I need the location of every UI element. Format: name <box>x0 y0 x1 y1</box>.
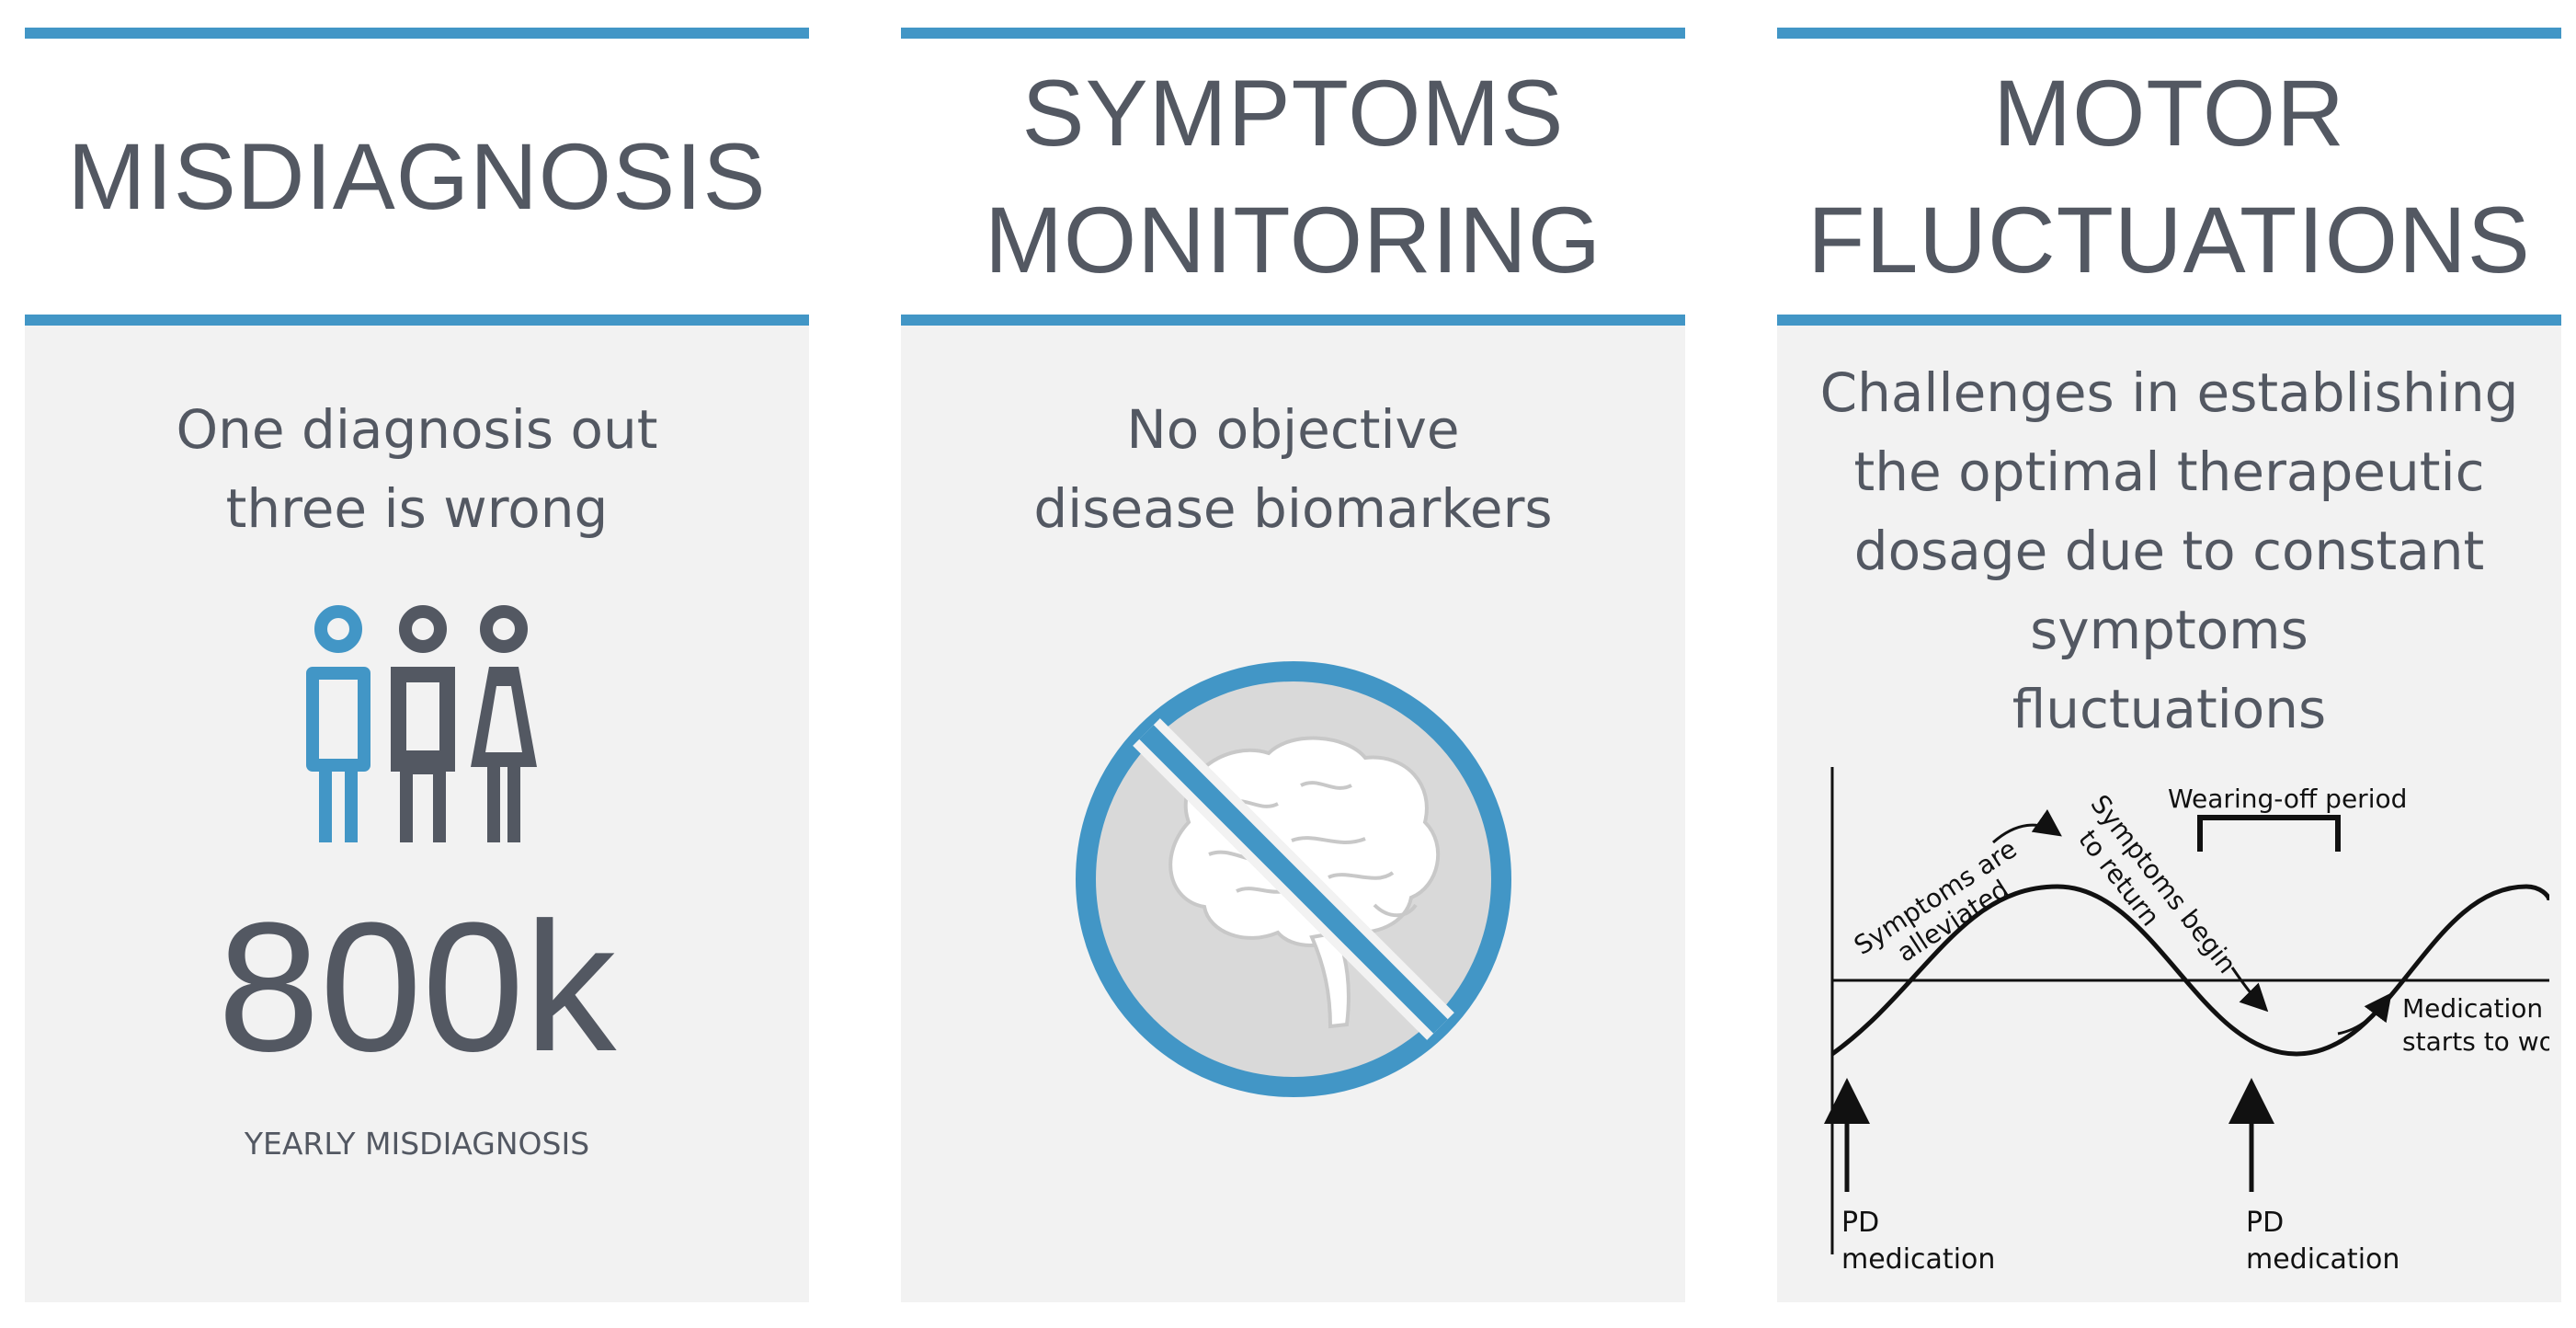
subtitle-line: symptoms <box>2030 599 2308 661</box>
pd-med-label-line: medication <box>1841 1243 1995 1276</box>
accent-bar-divider <box>901 315 1685 326</box>
person-female-icon <box>471 605 537 842</box>
subtitle-line: dosage due to constant <box>1853 520 2485 582</box>
heading-line: MONITORING <box>984 188 1602 292</box>
subtitle-line: fluctuations <box>2012 678 2327 740</box>
accent-bar-top <box>1777 28 2561 39</box>
accent-bar-divider <box>1777 315 2561 326</box>
card-heading: MOTOR FLUCTUATIONS <box>1777 39 2561 315</box>
prohibited-brain-graphic <box>1076 661 1511 1097</box>
alleviated-label-group: Symptoms are alleviated <box>1849 833 2023 967</box>
med-works-label-line: Medication <box>2402 993 2543 1024</box>
card-heading: MISDIAGNOSIS <box>25 39 809 315</box>
accent-bar-divider <box>25 315 809 326</box>
subtitle-line: the optimal therapeutic <box>1853 441 2485 503</box>
subtitle-line: disease biomarkers <box>1033 477 1553 540</box>
person-blue-icon <box>306 605 370 842</box>
subtitle-line: Challenges in establishing <box>1819 361 2519 424</box>
card-panel: No objective disease biomarkers <box>901 326 1685 1302</box>
card-subtitle: Challenges in establishing the optimal t… <box>1777 353 2561 749</box>
card-heading: SYMPTOMS MONITORING <box>901 39 1685 315</box>
brain-icon <box>1168 736 1441 1029</box>
card-subtitle: One diagnosis out three is wrong <box>25 390 809 548</box>
pd-med-label-line: medication <box>2246 1243 2399 1276</box>
subtitle-line: One diagnosis out <box>176 398 658 461</box>
card-panel: One diagnosis out three is wrong <box>25 326 809 1302</box>
subtitle-line: three is wrong <box>225 477 609 540</box>
accent-bar-top <box>901 28 1685 39</box>
return-arrow <box>2230 967 2269 1013</box>
card-misdiagnosis: MISDIAGNOSIS One diagnosis out three is … <box>25 0 809 1328</box>
card-motor-fluctuations: MOTOR FLUCTUATIONS Challenges in establi… <box>1777 0 2561 1328</box>
heading-line: FLUCTUATIONS <box>1807 188 2531 292</box>
fluctuation-diagram: Wearing-off period Symptoms are alleviat… <box>1824 767 2549 1276</box>
stat-caption: YEARLY MISDIAGNOSIS <box>244 1126 590 1162</box>
accent-bar-top <box>25 28 809 39</box>
prohibited-icon-ring <box>1076 661 1511 1097</box>
card-panel: Challenges in establishing the optimal t… <box>1777 326 2561 1302</box>
heading-line: MOTOR <box>1993 61 2345 166</box>
pd-med-label-line: PD <box>2246 1207 2284 1239</box>
misdiagnosis-stat: 800k <box>217 885 617 1090</box>
symptom-curve <box>1830 884 2549 1057</box>
med-works-arrow <box>2337 992 2392 1036</box>
heading-line: MISDIAGNOSIS <box>67 124 767 229</box>
wearing-off-label: Wearing-off period <box>2168 784 2407 814</box>
card-subtitle: No objective disease biomarkers <box>901 390 1685 548</box>
heading-line: SYMPTOMS <box>1021 61 1565 166</box>
wearing-off-bracket <box>2197 815 2341 852</box>
pd-med-label-line: PD <box>1841 1207 1879 1239</box>
prohibited-icon-slash <box>1139 725 1448 1034</box>
subtitle-line: No objective <box>1126 398 1460 461</box>
people-icon-group <box>306 605 537 842</box>
card-symptoms-monitoring: SYMPTOMS MONITORING No objective disease… <box>901 0 1685 1328</box>
med-works-label-line: starts to work <box>2402 1026 2549 1057</box>
alleviated-arrow <box>1992 808 2062 844</box>
person-dark-icon <box>391 605 455 842</box>
